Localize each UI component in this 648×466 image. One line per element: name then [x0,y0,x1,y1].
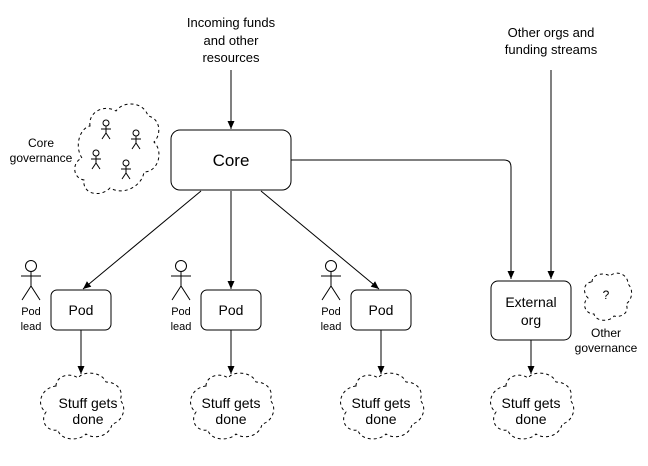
svg-text:Pod: Pod [369,302,394,318]
stuff-done-cloud: Stuff gets done [490,372,575,440]
pod-lead-label: Pod lead [321,306,342,333]
svg-text:Other: Other [591,326,621,340]
svg-text:and other: and other [204,33,260,48]
other-orgs-label: Other orgs and funding streams [505,25,598,57]
svg-text:done: done [365,411,396,427]
svg-text:Pod: Pod [21,306,41,318]
stuff-done-cloud: Stuff gets done [340,372,425,440]
svg-text:lead: lead [321,321,342,333]
pod-lead-icon [171,260,191,301]
svg-text:?: ? [603,288,610,302]
svg-text:Other orgs and: Other orgs and [508,25,595,40]
svg-text:lead: lead [21,321,42,333]
edge-core-to-external [291,159,515,279]
svg-text:lead: lead [171,321,192,333]
svg-text:Pod: Pod [219,302,244,318]
stuff-done-cloud: Stuff gets done [40,372,125,440]
governance-person-icon [131,129,141,150]
svg-text:done: done [215,411,246,427]
svg-text:Incoming funds: Incoming funds [187,15,276,30]
stuff-done-cloud: Stuff gets done [190,372,275,440]
svg-text:Pod: Pod [69,302,94,318]
pod-lead-label: Pod lead [171,306,192,333]
svg-text:org: org [521,312,541,328]
svg-text:funding streams: funding streams [505,42,598,57]
incoming-funds-label: Incoming funds and other resources [187,15,276,65]
governance-person-icon [101,119,111,140]
svg-text:External: External [505,294,556,310]
pod-lead-icon [21,260,41,301]
core-governance-label: Core governance [10,136,73,165]
pod-node: Pod [50,289,112,331]
svg-text:Pod: Pod [321,306,341,318]
svg-text:done: done [72,411,103,427]
pod-lead-label: Pod lead [21,306,42,333]
svg-text:Stuff gets: Stuff gets [59,395,118,411]
svg-text:Core: Core [28,136,54,150]
edge-core-to-pod-1 [82,190,202,290]
svg-text:Pod: Pod [171,306,191,318]
svg-text:Core: Core [213,151,250,170]
svg-text:Stuff gets: Stuff gets [202,395,261,411]
svg-text:governance: governance [10,151,73,165]
svg-text:Stuff gets: Stuff gets [502,395,561,411]
external-org-node: External org [490,280,572,341]
governance-person-icon [91,149,101,170]
svg-text:Stuff gets: Stuff gets [352,395,411,411]
other-governance-label: Other governance [575,326,638,355]
edge-core-to-pod-3 [260,190,380,290]
governance-person-icon [121,159,131,180]
pod-lead-icon [321,260,341,301]
core-governance-cloud [74,103,160,195]
other-governance-cloud: ? [584,272,633,321]
svg-text:resources: resources [202,50,260,65]
core-node: Core [170,129,292,191]
svg-text:governance: governance [575,341,638,355]
pod-node: Pod [350,289,412,331]
pod-node: Pod [200,289,262,331]
svg-text:done: done [515,411,546,427]
